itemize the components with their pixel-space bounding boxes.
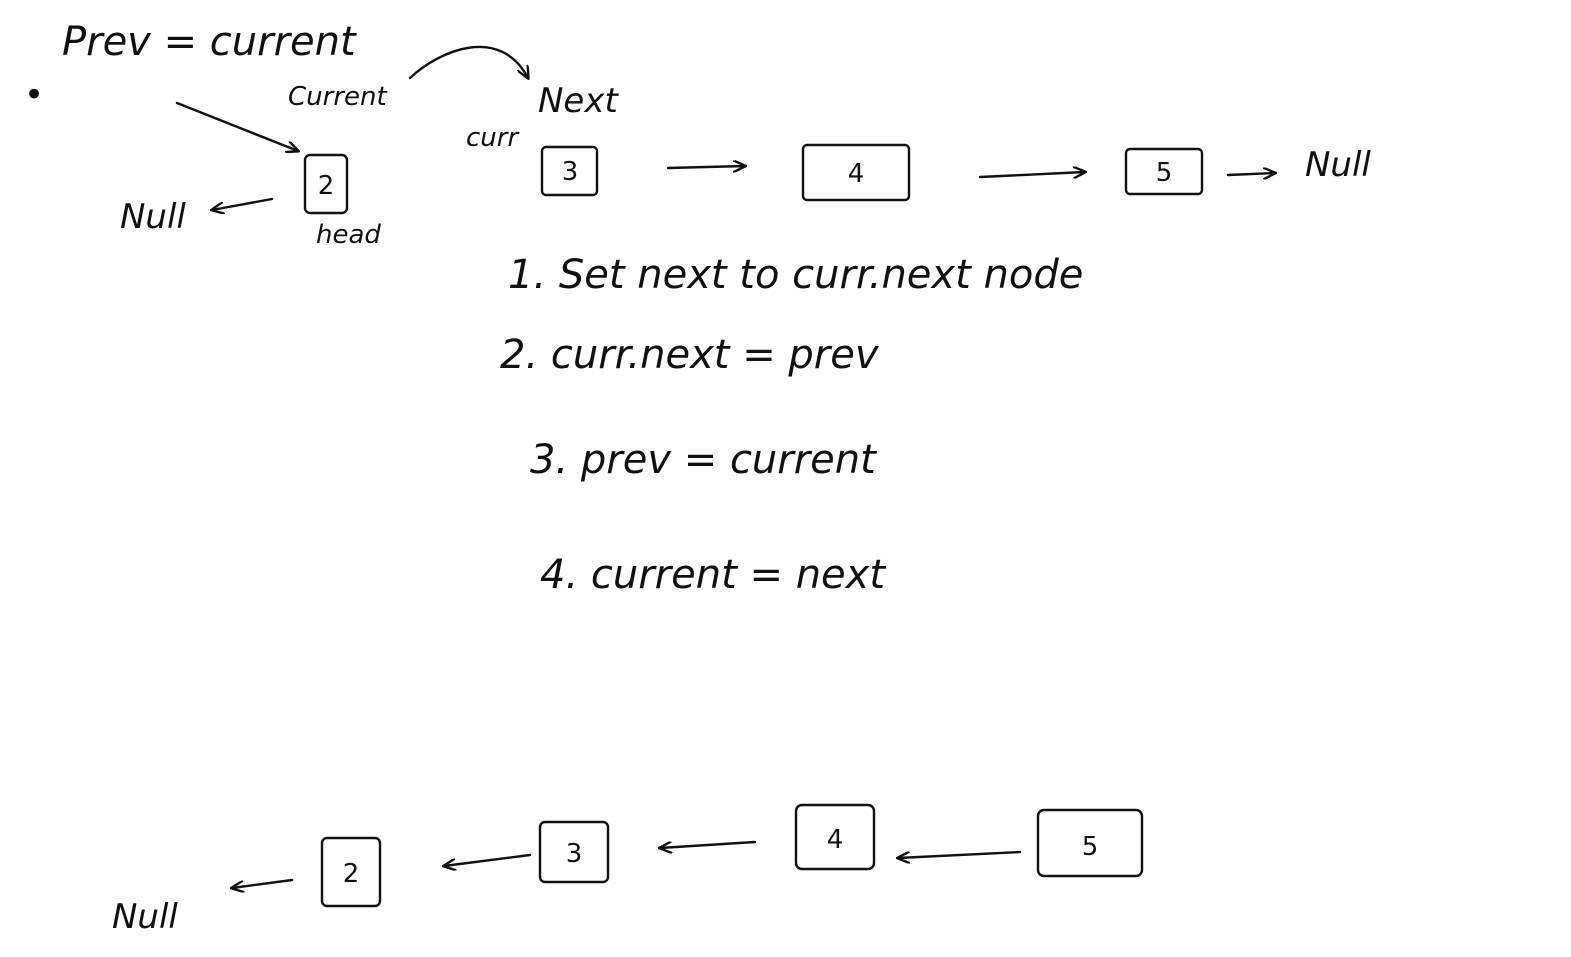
step-3: 3. prev = current [530, 437, 876, 483]
top-node-2: 2 [303, 153, 349, 215]
bottom-node-5-value: 5 [1082, 832, 1099, 862]
top-node-4: 4 [801, 143, 911, 202]
arrow-node3-to-node4 [666, 166, 745, 168]
bottom-node-3: 3 [538, 820, 610, 884]
arrow-prev-to-head [175, 101, 298, 151]
arrow-node5-to-null [1226, 173, 1275, 175]
arrow-bottom-node2-to-null [232, 878, 294, 888]
top-node-5: 5 [1124, 147, 1204, 196]
curr-label: curr [466, 123, 519, 153]
bottom-node-3-value: 3 [566, 839, 583, 869]
bottom-node-4-value: 4 [827, 825, 844, 855]
step-2: 2. curr.next = prev [500, 332, 879, 378]
top-node-5-value: 5 [1156, 158, 1173, 188]
arrow-bottom-node5-to-node4 [898, 850, 1022, 858]
null-left-label: Null [120, 197, 186, 237]
step-1: 1. Set next to curr.next node [508, 252, 1084, 298]
bottom-node-2-value: 2 [343, 859, 360, 889]
top-node-2-value: 2 [318, 171, 335, 201]
prev-eq-current-label: Prev = current [62, 19, 356, 65]
current-label: Current [288, 82, 387, 112]
arrow-bottom-node4-to-node3 [660, 840, 757, 848]
bottom-null-label: Null [112, 897, 178, 937]
head-label: head [316, 220, 381, 250]
top-node-3-value: 3 [562, 157, 579, 187]
bullet-mark: • [24, 75, 45, 115]
bottom-node-2: 2 [320, 836, 382, 908]
bottom-node-5: 5 [1036, 808, 1144, 878]
arrow-head-to-null [212, 197, 274, 210]
next-label: Next [538, 81, 618, 121]
arrow-current-to-next-curve [408, 45, 528, 78]
bottom-node-4: 4 [794, 803, 876, 871]
top-node-3: 3 [540, 145, 599, 197]
null-right-label: Null [1305, 145, 1371, 185]
arrow-node4-to-node5 [978, 172, 1085, 177]
step-4: 4. current = next [540, 552, 886, 598]
top-node-4-value: 4 [848, 159, 865, 189]
arrow-bottom-node3-to-node2 [444, 853, 532, 866]
